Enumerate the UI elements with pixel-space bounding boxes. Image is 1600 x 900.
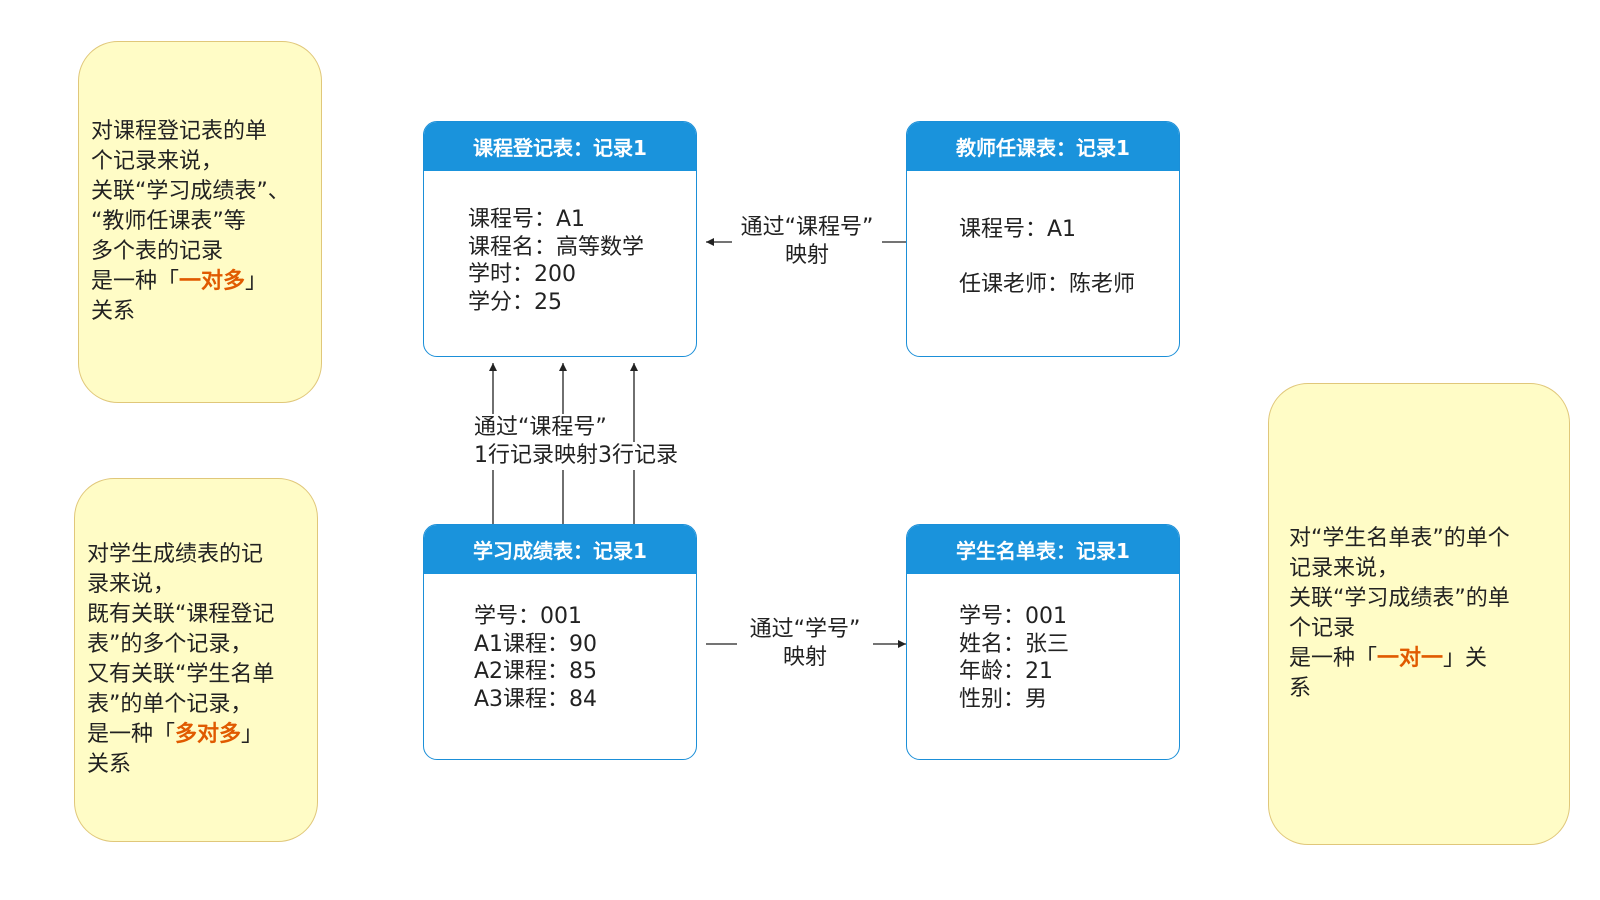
note-line: 表”的多个记录， bbox=[87, 632, 253, 657]
card-body: 学号：001 姓名：张三 年龄：21 性别：男 bbox=[959, 603, 1069, 713]
card-body: 学号：001 A1课程：90 A2课程：85 A3课程：84 bbox=[474, 603, 597, 713]
edge-label-scores-to-roster: 通过“学号” 映射 bbox=[737, 616, 873, 672]
note-relation-line: 是一种「一对多」 bbox=[91, 267, 321, 297]
field-line: 课程号：A1 bbox=[959, 217, 1077, 242]
note-line: 对课程登记表的单 bbox=[91, 119, 268, 144]
card-study-scores: 学习成绩表：记录1 学号：001 A1课程：90 A2课程：85 A3课程：84 bbox=[423, 524, 697, 760]
note-relation-prefix: 是一种「 bbox=[87, 722, 176, 747]
note-line: 系 bbox=[1289, 676, 1312, 701]
note-line: 又有关联“学生名单 bbox=[87, 662, 275, 687]
card-teacher-assignment: 教师任课表：记录1 课程号：A1 任课老师：陈老师 bbox=[906, 121, 1180, 357]
card-title: 课程登记表：记录1 bbox=[424, 122, 696, 171]
card-course-registration: 课程登记表：记录1 课程号：A1 课程名：高等数学 学时：200 学分：25 bbox=[423, 121, 697, 357]
note-relation-line: 是一种「多对多」 bbox=[87, 720, 317, 750]
field-line: 学号：001 bbox=[959, 604, 1067, 629]
field-line: 任课老师：陈老师 bbox=[959, 272, 1136, 297]
field-line: 学时：200 bbox=[468, 262, 576, 287]
note-line: 录来说， bbox=[87, 572, 176, 597]
edge-label-teacher-to-course: 通过“课程号” 映射 bbox=[732, 214, 882, 270]
note-line: 个记录来说， bbox=[91, 149, 224, 174]
note-line: 记录来说， bbox=[1289, 556, 1400, 581]
card-title: 教师任课表：记录1 bbox=[907, 122, 1179, 171]
card-student-roster: 学生名单表：记录1 学号：001 姓名：张三 年龄：21 性别：男 bbox=[906, 524, 1180, 760]
note-line: 对“学生名单表”的单个 bbox=[1289, 526, 1510, 551]
note-relation-prefix: 是一种「 bbox=[91, 269, 180, 294]
edge-label-line: 映射 bbox=[784, 243, 829, 268]
note-line: “教师任课表”等 bbox=[91, 209, 246, 234]
field-line: 学分：25 bbox=[468, 289, 562, 315]
note-line: 多个表的记录 bbox=[91, 239, 224, 264]
relation-highlight: 多对多 bbox=[175, 722, 242, 747]
edge-label-line: 映射 bbox=[782, 645, 827, 670]
edge-label-line: 1行记录映射3行记录 bbox=[474, 442, 678, 470]
note-line: 既有关联“课程登记 bbox=[87, 602, 275, 627]
card-body: 课程号：A1 课程名：高等数学 学时：200 学分：25 bbox=[468, 206, 644, 316]
field-line: A1课程：90 bbox=[474, 631, 598, 657]
edge-label-scores-to-course: 通过“课程号” 1行记录映射3行记录 bbox=[474, 414, 678, 470]
field-line: 年龄：21 bbox=[959, 659, 1053, 684]
card-body: 课程号：A1 任课老师：陈老师 bbox=[959, 216, 1135, 299]
note-line: 个记录 bbox=[1289, 616, 1356, 641]
note-line: 表”的单个记录， bbox=[87, 692, 253, 717]
note-relation-line: 是一种「一对一」关 bbox=[1289, 644, 1569, 674]
field-line: 课程号：A1 bbox=[468, 207, 586, 232]
relation-highlight: 一对多 bbox=[179, 269, 246, 294]
note-line: 关系 bbox=[87, 752, 132, 777]
field-line: 学号：001 bbox=[474, 604, 582, 629]
edge-label-line: 通过“课程号” bbox=[740, 215, 874, 240]
note-one-to-many: 对课程登记表的单 个记录来说， 关联“学习成绩表”、 “教师任课表”等 多个表的… bbox=[78, 41, 322, 403]
note-relation-prefix: 是一种「 bbox=[1289, 646, 1378, 671]
note-one-to-one: 对“学生名单表”的单个 记录来说， 关联“学习成绩表”的单 个记录 是一种「一对… bbox=[1268, 383, 1570, 845]
note-line: 关联“学习成绩表”、 bbox=[91, 179, 290, 204]
card-title: 学习成绩表：记录1 bbox=[424, 525, 696, 574]
field-line: 姓名：张三 bbox=[959, 631, 1070, 657]
note-line: 关联“学习成绩表”的单 bbox=[1289, 586, 1510, 611]
field-line: A3课程：84 bbox=[474, 686, 598, 712]
field-line: A2课程：85 bbox=[474, 659, 598, 684]
field-line: 性别：男 bbox=[959, 686, 1048, 712]
card-title: 学生名单表：记录1 bbox=[907, 525, 1179, 574]
note-many-to-many: 对学生成绩表的记 录来说， 既有关联“课程登记 表”的多个记录， 又有关联“学生… bbox=[74, 478, 318, 842]
edge-label-line: 通过“学号” bbox=[749, 617, 861, 642]
note-relation-suffix: 」 bbox=[245, 269, 268, 294]
field-line: 课程名：高等数学 bbox=[468, 234, 645, 260]
note-line: 关系 bbox=[91, 299, 136, 324]
edge-label-line: 通过“课程号” bbox=[474, 414, 607, 442]
note-relation-suffix: 」关 bbox=[1443, 646, 1488, 671]
relation-highlight: 一对一 bbox=[1377, 646, 1444, 671]
note-relation-suffix: 」 bbox=[241, 722, 264, 747]
note-line: 对学生成绩表的记 bbox=[87, 542, 264, 567]
field-line bbox=[959, 244, 1135, 272]
